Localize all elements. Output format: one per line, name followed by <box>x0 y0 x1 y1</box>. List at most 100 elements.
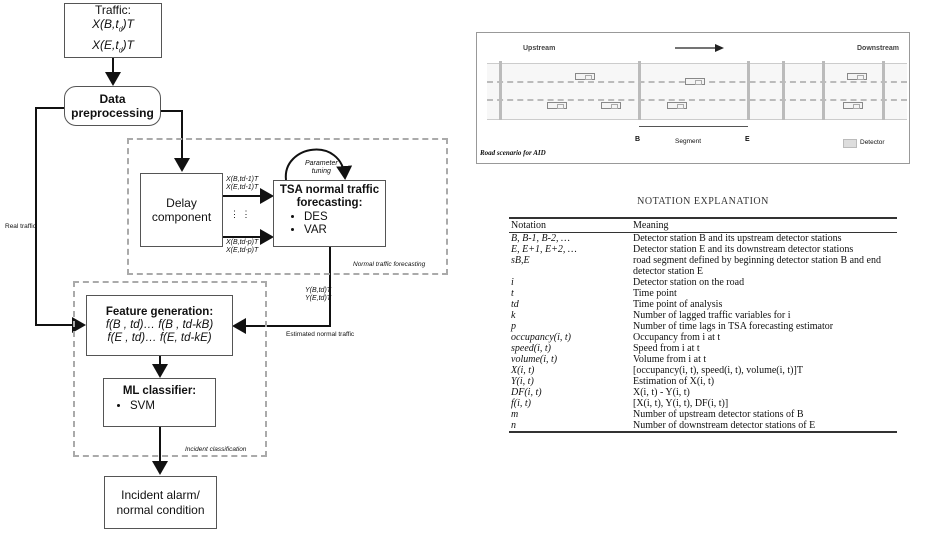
header-meaning: Meaning <box>631 218 897 233</box>
notation-symbol: p <box>509 321 631 332</box>
detector-legend-label: Detector <box>860 139 885 146</box>
notation-meaning: Detector station E and its downstream de… <box>631 244 897 255</box>
detector-legend-swatch <box>843 139 857 148</box>
traffic-title: Traffic: <box>95 3 131 17</box>
ml-method-list: SVM <box>108 400 211 413</box>
header-notation: Notation <box>509 218 631 233</box>
estimated-output-label: Y(B,td)T Y(E,td)T <box>305 287 331 303</box>
table-row: B, B-1, B-2, …Detector station B and its… <box>509 233 897 245</box>
feature-generation-box: Feature generation: f(B , td)… f(B , td-… <box>86 295 233 356</box>
road-scenario-caption: Road scenario for AID <box>480 149 546 157</box>
notation-symbol: DF(i, t) <box>509 387 631 398</box>
detector-marker <box>499 61 502 120</box>
notation-symbol: f(i, t) <box>509 398 631 409</box>
feature-line1: f(B , td)… f(B , td-kB) <box>106 319 213 332</box>
notation-symbol: X(i, t) <box>509 365 631 376</box>
table-row: Y(i, t)Estimation of X(i, t) <box>509 376 897 387</box>
notation-meaning: Number of downstream detector stations o… <box>631 420 897 432</box>
traffic-box: Traffic: X(B,td)T X(E,td)T <box>64 3 162 58</box>
notation-symbol: Y(i, t) <box>509 376 631 387</box>
direction-arrow-icon <box>675 43 725 53</box>
table-row: E, E+1, E+2, …Detector station E and its… <box>509 244 897 255</box>
notation-meaning: X(i, t) - Y(i, t) <box>631 387 897 398</box>
notation-symbol: speed(i, t) <box>509 343 631 354</box>
incident-alarm-box: Incident alarm/ normal condition <box>104 476 217 529</box>
ml-method-svm: SVM <box>130 400 211 413</box>
notation-meaning: Time point of analysis <box>631 299 897 310</box>
notation-symbol: m <box>509 409 631 420</box>
notation-meaning: Number of upstream detector stations of … <box>631 409 897 420</box>
real-traffic-label: Real traffic <box>5 223 36 230</box>
delay-top-label: X(B,td-1)T X(E,td-1)T <box>226 176 258 192</box>
normal-forecasting-label: Normal traffic forecasting <box>353 261 425 268</box>
notation-symbol: sB,E <box>509 255 631 277</box>
notation-meaning: Time point <box>631 288 897 299</box>
notation-meaning: Number of time lags in TSA forecasting e… <box>631 321 897 332</box>
notation-symbol: i <box>509 277 631 288</box>
notation-meaning: Occupancy from i at t <box>631 332 897 343</box>
table-row: occupancy(i, t)Occupancy from i at t <box>509 332 897 343</box>
delay-bottom-label: X(B,td-p)T X(E,td-p)T <box>226 239 258 255</box>
notation-meaning: [X(i, t), Y(i, t), DF(i, t)] <box>631 398 897 409</box>
detector-marker <box>782 61 785 120</box>
table-row: DF(i, t)X(i, t) - Y(i, t) <box>509 387 897 398</box>
notation-title: NOTATION EXPLANATION <box>509 196 897 207</box>
tsa-title-line2: forecasting: <box>278 197 381 210</box>
traffic-line-b: X(B,td)T <box>92 17 134 37</box>
road-surface <box>487 63 907 120</box>
table-row: volume(i, t)Volume from i at t <box>509 354 897 365</box>
delay-line2: component <box>152 210 211 224</box>
delay-component-box: Delay component <box>140 173 223 247</box>
notation-meaning: Speed from i at t <box>631 343 897 354</box>
vehicle <box>847 73 867 80</box>
table-header-row: Notation Meaning <box>509 218 897 233</box>
notation-symbol: n <box>509 420 631 432</box>
notation-symbol: td <box>509 299 631 310</box>
tsa-method-list: DES VAR <box>278 211 381 237</box>
ml-title: ML classifier: <box>108 385 211 398</box>
notation-symbol: E, E+1, E+2, … <box>509 244 631 255</box>
tsa-forecasting-box: TSA normal traffic forecasting: DES VAR <box>273 180 386 247</box>
notation-meaning: Volume from i at t <box>631 354 897 365</box>
vehicle <box>685 78 705 85</box>
notation-symbol: occupancy(i, t) <box>509 332 631 343</box>
notation-body: B, B-1, B-2, …Detector station B and its… <box>509 233 897 433</box>
notation-meaning: Number of lagged traffic variables for i <box>631 310 897 321</box>
preprocessing-line1: Data <box>99 92 125 106</box>
vehicle <box>547 102 567 109</box>
tsa-method-des: DES <box>304 211 381 224</box>
notation-symbol: k <box>509 310 631 321</box>
notation-symbol: B, B-1, B-2, … <box>509 233 631 245</box>
tsa-title-line1: TSA normal traffic <box>278 184 381 197</box>
notation-meaning: Estimation of X(i, t) <box>631 376 897 387</box>
delay-line1: Delay <box>166 196 197 210</box>
estimated-normal-traffic-label: Estimated normal traffic <box>286 331 354 338</box>
parameter-tuning-label: Parameter tuning <box>305 160 338 176</box>
notation-table: Notation Meaning B, B-1, B-2, …Detector … <box>509 217 897 433</box>
table-row: X(i, t)[occupancy(i, t), speed(i, t), vo… <box>509 365 897 376</box>
label-b: B <box>635 136 640 143</box>
alarm-line2: normal condition <box>116 503 204 518</box>
vehicle <box>601 102 621 109</box>
preprocessing-line2: preprocessing <box>71 106 154 120</box>
detector-marker <box>882 61 885 120</box>
feature-line2: f(E , td)… f(E, td-kE) <box>107 332 211 345</box>
delay-dots: ⋮ ⋮ <box>230 209 251 220</box>
table-row: iDetector station on the road <box>509 277 897 288</box>
downstream-label: Downstream <box>857 45 899 52</box>
notation-meaning: Detector station B and its upstream dete… <box>631 233 897 245</box>
table-row: f(i, t)[X(i, t), Y(i, t), DF(i, t)] <box>509 398 897 409</box>
detector-b <box>638 61 641 120</box>
vehicle <box>843 102 863 109</box>
lane-divider-2 <box>487 99 907 101</box>
feature-title: Feature generation: <box>106 306 213 319</box>
detector-marker <box>822 61 825 120</box>
detector-e <box>747 61 750 120</box>
notation-meaning: road segment defined by beginning detect… <box>631 255 897 277</box>
table-row: speed(i, t)Speed from i at t <box>509 343 897 354</box>
